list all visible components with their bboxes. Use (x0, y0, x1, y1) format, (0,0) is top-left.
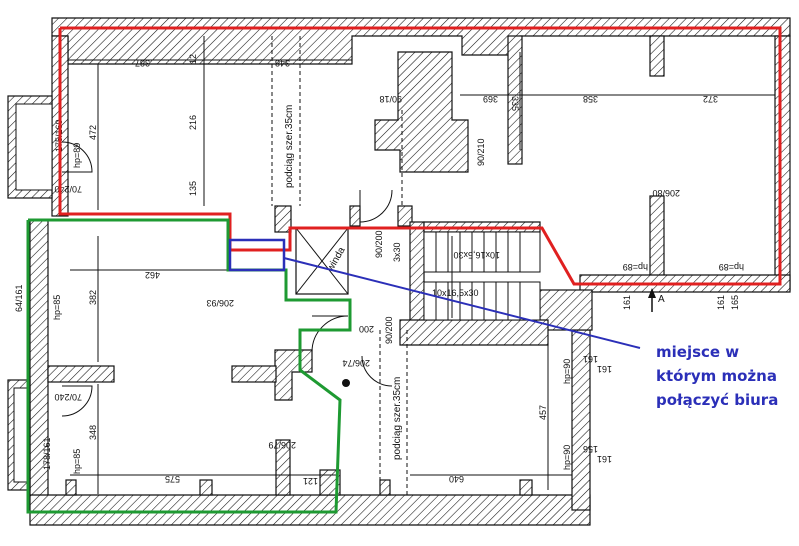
dimension-label: 382 (88, 290, 98, 305)
section-a-label: A (658, 294, 665, 305)
dimension-label: 206/79 (268, 440, 296, 450)
dimension-label: 457 (538, 405, 548, 420)
dimension-label: 216 (188, 115, 198, 130)
dimension-label: 70/240 (54, 184, 82, 194)
dimension-label: 90/210 (476, 138, 486, 166)
office-boundary-red (58, 26, 782, 286)
dimension-label: 135 (188, 181, 198, 196)
dimension-label: 178/161 (42, 437, 52, 470)
dimension-lines (68, 36, 775, 494)
dimension-label: 575 (165, 474, 180, 484)
dimension-label: 335 (510, 96, 520, 111)
annotation-line-1: miejsce w (656, 343, 739, 361)
dimension-label: 200 (359, 324, 374, 334)
hp-label: hp=85 (52, 295, 62, 320)
dimension-label: 206/80 (652, 188, 680, 198)
annotation-line-3: połączyć biura (656, 391, 778, 409)
hp-label: hp=85 (72, 449, 82, 474)
hp-label: hp=90 (562, 359, 572, 384)
dimension-label: 372 (703, 94, 718, 104)
connection-highlight-box (228, 238, 286, 272)
dimension-label: 156 (583, 444, 598, 454)
dimension-label: 64/161 (14, 284, 24, 312)
hp-label: hp=89 (72, 143, 82, 168)
beam-label-right: podciąg szer.35cm (392, 377, 403, 460)
dimension-label: 3x30 (392, 242, 402, 262)
outer-walls (7, 17, 791, 526)
dimension-label: 462 (145, 270, 160, 280)
dimension-label: 12 (188, 54, 198, 64)
stairs-label-top: 10x16,5x30 (453, 250, 500, 260)
dimension-label: 369 (483, 94, 498, 104)
dimension-label: 387 (135, 58, 150, 68)
dimension-label: 640 (449, 474, 464, 484)
lift-shaft (295, 227, 349, 295)
bay-window-upper (15, 103, 53, 191)
dimension-label: 472 (88, 125, 98, 140)
dimension-label: 90/200 (384, 316, 394, 344)
dimension-label: 90/18 (379, 94, 402, 104)
dimension-label: 358 (583, 94, 598, 104)
dimension-label: 70/240 (54, 392, 82, 402)
bay-window-lower (13, 387, 31, 483)
dimension-label: 161 (716, 295, 726, 310)
dimension-label: 206/74 (342, 358, 370, 368)
dimension-label: 90/200 (374, 230, 384, 258)
beam-label-left: podciąg szer.35cm (284, 105, 295, 188)
hp-label: hp=89 (719, 262, 744, 272)
office-boundary-green (26, 218, 352, 514)
section-marker (342, 288, 656, 387)
annotation-line-2: którym można (656, 367, 777, 385)
stairs (423, 231, 541, 321)
hp-label: hp=90 (562, 445, 572, 470)
dimension-label: 161 (583, 354, 598, 364)
dimension-label: 161 (597, 454, 612, 464)
beam-lines (271, 36, 408, 495)
dimension-label: 161 (597, 364, 612, 374)
dimension-label: 161 (622, 295, 632, 310)
door-arcs (61, 141, 393, 417)
dimension-label: 348 (88, 425, 98, 440)
annotation-leader-line (283, 257, 641, 349)
dimension-label: 121 (303, 476, 318, 486)
dimension-label: 165 (730, 295, 740, 310)
dimension-label: 348 (275, 58, 290, 68)
stairs-label-bottom: 10x16,5x30 (432, 288, 479, 298)
hp-label: hp=89 (623, 262, 648, 272)
dimension-label: 206/93 (206, 298, 234, 308)
